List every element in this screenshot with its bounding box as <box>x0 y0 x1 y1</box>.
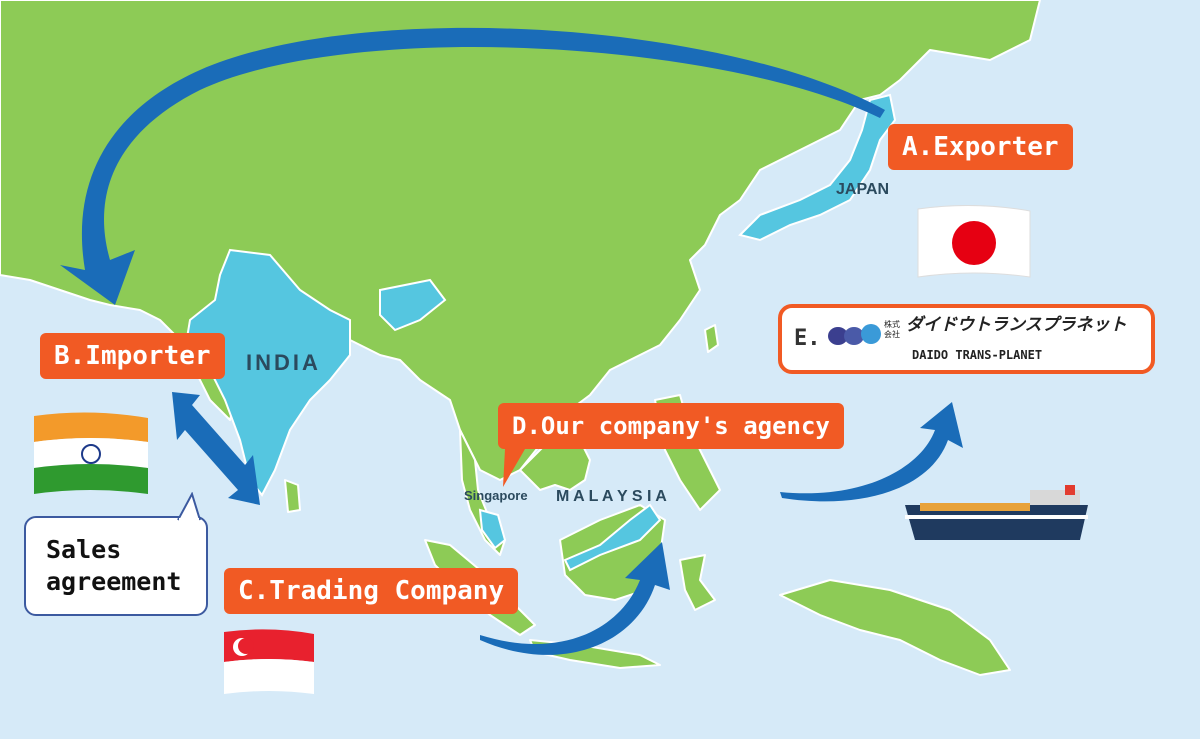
arrow-ship-to-daido <box>780 402 963 502</box>
sri-lanka <box>284 479 301 513</box>
logo-prefix: E. <box>794 326 821 351</box>
arrow-sales-double <box>172 392 260 505</box>
trading-company-label: C.Trading Company <box>224 568 519 614</box>
sales-agreement-bubble: Sales agreement <box>24 516 208 616</box>
india-flag <box>34 412 148 494</box>
logo-en-name: DAIDO TRANS-PLANET <box>912 348 1043 362</box>
agency-pointer <box>503 449 525 487</box>
bubble-line-1: Sales <box>46 535 122 564</box>
logo-kabushiki: 株式会社 <box>884 320 900 339</box>
exporter-label: A.Exporter <box>888 124 1073 170</box>
new-guinea <box>779 579 1011 676</box>
daido-trans-planet-logo: E. 株式会社 ダイドウトランスプラネット DAIDO TRANS-PLANET <box>778 304 1155 374</box>
bubble-line-2: agreement <box>46 567 182 596</box>
malay-peninsula <box>459 429 506 556</box>
peninsular-malaysia <box>478 508 507 550</box>
india-country-label: INDIA <box>246 350 321 375</box>
importer-label: B.Importer <box>40 333 225 379</box>
arrow-trading-to-agency <box>480 542 670 655</box>
sabah-sarawak <box>563 503 662 572</box>
singapore-flag <box>224 629 314 694</box>
bubble-tail <box>177 492 201 522</box>
cargo-ship-icon <box>905 485 1088 540</box>
daido-logo-mark <box>828 324 881 345</box>
bangladesh-area <box>379 278 447 332</box>
sulawesi <box>679 554 716 611</box>
logo-jp-name: ダイドウトランスプラネット <box>906 315 1127 335</box>
singapore-country-label: Singapore <box>464 488 528 503</box>
japan-country-label: JAPAN <box>836 181 890 198</box>
taiwan <box>704 324 719 353</box>
agency-label: D.Our company's agency <box>498 403 844 449</box>
malaysia-country-label: M A L A Y S I A <box>556 488 667 505</box>
japan-flag <box>917 205 1031 278</box>
india-shape <box>183 248 351 497</box>
